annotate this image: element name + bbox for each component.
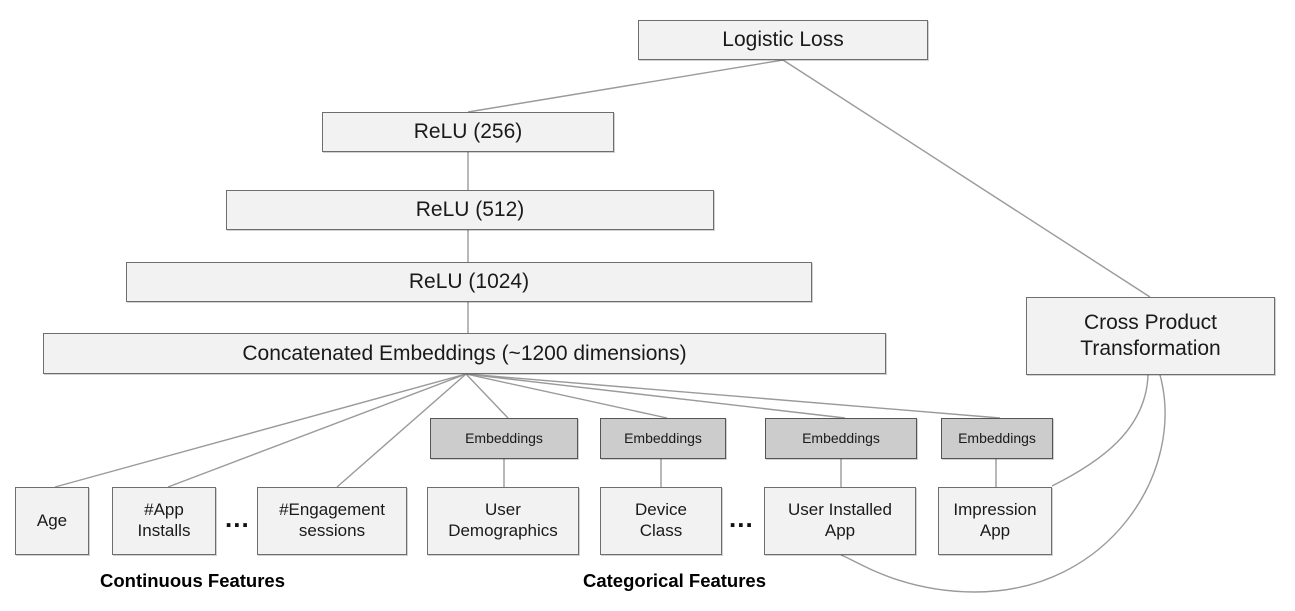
ellipsis-continuous: ... <box>225 503 250 533</box>
edge-concat-embeddings-4 <box>465 373 1001 419</box>
edge-concat-embeddings-1 <box>465 373 509 419</box>
node-label: Logistic Loss <box>722 28 844 52</box>
node-label: ReLU (512) <box>415 198 525 222</box>
node-label: Device Class <box>635 500 687 540</box>
node-label: ReLU (1024) <box>408 270 530 294</box>
node-label: ReLU (256) <box>413 120 523 144</box>
node-feature-user-demographics[interactable]: User Demographics <box>427 487 579 555</box>
caption-continuous-features: Continuous Features <box>100 570 286 591</box>
node-embeddings-3[interactable]: Embeddings <box>765 418 917 459</box>
node-embeddings-4[interactable]: Embeddings <box>941 418 1053 459</box>
edge-cross-user-installed-app <box>840 374 1166 593</box>
node-logistic-loss[interactable]: Logistic Loss <box>638 20 928 60</box>
node-label: User Demographics <box>448 500 558 540</box>
node-embeddings-2[interactable]: Embeddings <box>600 418 726 459</box>
node-feature-impression-app[interactable]: Impression App <box>938 487 1052 555</box>
edge-relu256-loss <box>467 59 784 113</box>
node-label: Embeddings <box>624 429 702 446</box>
edge-cross-impression-app <box>1051 374 1149 487</box>
node-label: Impression App <box>953 500 1037 540</box>
node-embeddings-1[interactable]: Embeddings <box>430 418 578 459</box>
node-label: Embeddings <box>802 429 880 446</box>
edge-concat-embeddings-2 <box>465 373 668 419</box>
node-label: Embeddings <box>958 429 1036 446</box>
node-label: User Installed App <box>788 500 892 540</box>
node-feature-device-class[interactable]: Device Class <box>600 487 722 555</box>
caption-categorical-features: Categorical Features <box>583 570 767 591</box>
edge-concat-embeddings-3 <box>465 373 846 419</box>
node-label: Embeddings <box>465 429 543 446</box>
node-feature-user-installed-app[interactable]: User Installed App <box>764 487 916 555</box>
node-feature-age[interactable]: Age <box>15 487 89 555</box>
edge-loss-cross <box>782 59 1151 298</box>
node-label: Concatenated Embeddings (~1200 dimension… <box>242 341 687 365</box>
node-feature-app-installs[interactable]: #App Installs <box>112 487 216 555</box>
node-feature-engagement-sessions[interactable]: #Engagement sessions <box>257 487 407 555</box>
ellipsis-categorical: ... <box>729 503 754 533</box>
node-relu-256[interactable]: ReLU (256) <box>322 112 614 152</box>
node-concatenated-embeddings[interactable]: Concatenated Embeddings (~1200 dimension… <box>43 333 886 374</box>
node-label: #Engagement sessions <box>279 500 385 540</box>
node-label: Age <box>36 510 68 530</box>
node-relu-1024[interactable]: ReLU (1024) <box>126 262 812 302</box>
node-cross-product-transformation[interactable]: Cross Product Transformation <box>1026 297 1275 375</box>
edge-concat-age <box>54 373 467 488</box>
node-label: Cross Product Transformation <box>1080 311 1221 360</box>
node-label: #App Installs <box>137 500 191 540</box>
node-relu-512[interactable]: ReLU (512) <box>226 190 714 230</box>
edge-concat-app-installs <box>167 373 467 488</box>
